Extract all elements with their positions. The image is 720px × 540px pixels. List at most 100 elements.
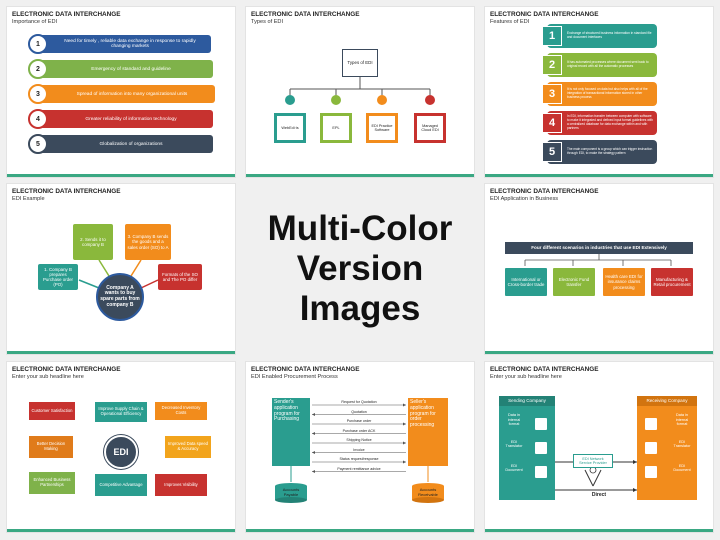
seller-app-text: Seller's application program for order p… [410,399,436,428]
multi-color-banner: Multi-Color Version Images [246,184,474,354]
type-pin-icon [331,95,341,105]
feature-number: 1 [542,26,562,46]
step-text: EDI Translator [505,439,523,448]
message-arrow-head [403,460,406,464]
accounts-payable-db: Accounts Payable [275,486,307,500]
type-pin-icon [377,95,387,105]
type-pin-icon [425,95,435,105]
edi-flow-graphics [535,418,657,492]
receiving-company-text: Receiving Company [646,398,688,404]
step-text: EDI Document [505,463,523,472]
benefit-box: Better Decision Making [29,436,73,458]
application-header: Four different scenarios in industries t… [505,242,693,254]
benefits-center-text: EDI [113,446,129,457]
procurement-lines [275,403,444,503]
message-arrow-head [403,422,406,426]
message-label: Invoice [353,447,365,452]
slide-importance-of-edi[interactable]: ELECTRONIC DATA INTERCHANGE Importance o… [7,7,235,177]
example-box-text: 2. Sends it to company B [80,236,106,247]
banner-line-2: Version Images [296,248,424,329]
slide-title: ELECTRONIC DATA INTERCHANGE [251,366,360,373]
example-arrows [78,259,159,289]
benefit-box: Improved Data speed & Accuracy [165,436,211,458]
sending-company-header: Sending Company [499,396,555,406]
s-step-1: Data in internal format [501,412,527,428]
application-item: Manufacturing & Retail procurement [651,268,693,296]
slide-edi-flow[interactable]: ELECTRONIC DATA INTERCHANGE Enter your s… [485,362,713,532]
slide-edi-application[interactable]: ELECTRONIC DATA INTERCHANGE EDI Applicat… [485,184,713,354]
benefit-box: Enhanced Business Partnerships [29,472,75,494]
types-connector-lines [289,77,431,99]
edi-network-box: EDI Network Service Provider [573,454,613,468]
example-circle-text: Company A wants to buy spare parts from … [100,284,140,308]
benefit-box: Competitive Advantage [95,474,147,496]
example-box-3: 3. Company B sends the goods and a sales… [125,224,171,260]
step-text: EDI Translator [673,439,691,448]
s-step-2: EDI Translator [501,438,527,450]
step-text: Data in internal format [507,413,521,427]
seller-app-box: Seller's application program for order p… [408,398,448,466]
application-item: Electronic Fund transfer [553,268,595,296]
importance-text: Greater reliability of information techn… [85,116,177,122]
message-arrow-head [403,403,406,407]
type-box: Managed Cloud EDI [414,113,446,143]
slide-types-of-edi[interactable]: ELECTRONIC DATA INTERCHANGE Types of EDI… [246,7,474,177]
direct-label: Direct [585,492,613,500]
slide-features-of-edi[interactable]: ELECTRONIC DATA INTERCHANGE Features of … [485,7,713,177]
message-label: Purchase order [346,419,372,423]
slide-title: ELECTRONIC DATA INTERCHANGE [490,366,599,373]
benefit-box: Decreased Inventory Costs [155,402,207,420]
feature-text: It has automated processes where documen… [567,60,649,68]
message-label: Purchase order ACK [342,428,376,433]
benefits-center-circle: EDI [104,435,138,469]
message-arrow-head [312,451,315,454]
feature-bar [547,53,657,77]
type-pin-icon [285,95,295,105]
example-box-text: 1. Company B prepares Purchase order (PO… [42,266,74,288]
importance-item: 1 Need for timely , reliable data exchang… [28,34,211,54]
type-label: WebEdi ts [277,116,303,140]
sender-app-box: Sender's application program for Purchas… [272,398,310,466]
importance-number: 5 [28,134,48,154]
message-arrow-head [403,441,406,445]
importance-item: 4 Greater reliability of information tech… [28,109,213,129]
message-label: Shipping Notice [346,438,372,442]
example-box-text: Formats of the SO and The PO differ [162,271,198,282]
slide-subtitle: Enter your sub headline here [12,374,84,380]
importance-text: Need for timely , reliable data exchange… [64,39,196,49]
r-step-2: EDI Translator [669,438,695,450]
importance-text: Globalization of organizations [99,141,163,147]
type-label: Managed Cloud EDI [417,116,443,140]
feature-bar [547,111,657,135]
slide-edi-benefits[interactable]: ELECTRONIC DATA INTERCHANGE Enter your s… [7,362,235,532]
importance-text: Emergency of standard and guideline [91,66,171,72]
feature-bar [547,140,657,164]
feature-number: 4 [542,113,562,133]
message-arrow-head [312,470,315,473]
banner-line-1: Multi-Color [267,208,453,248]
slide-procurement-process[interactable]: ELECTRONIC DATA INTERCHANGE EDI Enabled … [246,362,474,532]
slide-title: ELECTRONIC DATA INTERCHANGE [12,11,121,18]
receiving-company-header: Receiving Company [637,396,697,406]
step-text: Data in internal format [675,413,689,427]
type-box: WebEdi ts [274,113,306,143]
sender-app-text: Sender's application program for Purchas… [274,399,300,423]
slide-title: ELECTRONIC DATA INTERCHANGE [12,188,121,195]
slide-title: ELECTRONIC DATA INTERCHANGE [251,11,360,18]
message-label: Status request/response [339,457,379,461]
slide-subtitle: EDI Example [12,196,45,202]
application-item: International or Cross-border trade [505,268,547,296]
importance-number: 4 [28,109,48,129]
feature-bar [547,82,657,106]
application-item: Health care EDI for insurance claims pro… [603,268,645,296]
importance-number: 1 [28,34,48,54]
example-box-text: 3. Company B sends the goods and a sales… [127,234,169,250]
slide-edi-example[interactable]: ELECTRONIC DATA INTERCHANGE EDI Example … [7,184,235,354]
slide-title: ELECTRONIC DATA INTERCHANGE [490,11,599,18]
accounts-receivable-text: Accounts Receivable [418,487,438,497]
accounts-receivable-db: Accounts Receivable [412,486,444,500]
r-step-1: Data in internal format [669,412,695,428]
